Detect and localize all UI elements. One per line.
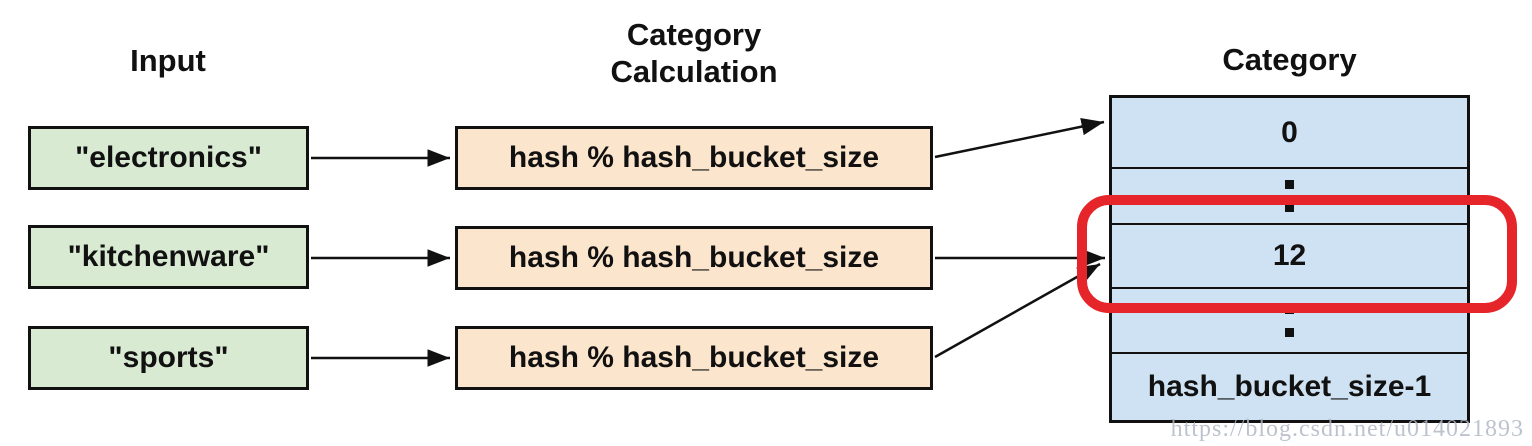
input-node-label: "sports": [108, 341, 229, 374]
input-node-kitchenware: "kitchenware": [28, 225, 309, 289]
vertical-ellipsis-icon: [1285, 180, 1294, 189]
calculation-node-3: hash % hash_bucket_size: [455, 326, 933, 390]
input-node-label: "electronics": [75, 141, 262, 174]
calculation-node-label: hash % hash_bucket_size: [508, 241, 880, 274]
table-row-12: 12: [1112, 225, 1467, 289]
calculation-node-2: hash % hash_bucket_size: [455, 226, 933, 290]
calculation-node-label: hash % hash_bucket_size: [508, 141, 880, 174]
calculation-title-line2: Calculation: [610, 54, 778, 89]
calculation-node-label: hash % hash_bucket_size: [508, 341, 880, 374]
vertical-ellipsis-icon: [1285, 327, 1294, 337]
arrow-hash-to-row0: [934, 117, 1105, 159]
calculation-node-1: hash % hash_bucket_size: [455, 126, 933, 190]
category-table: 0 12 hash_bucket_size-1: [1109, 95, 1470, 423]
vertical-ellipsis-icon: [1285, 203, 1294, 212]
table-row-label: 12: [1272, 239, 1307, 272]
watermark-text: https://blog.csdn.net/u014021893: [1170, 416, 1524, 442]
category-column-title: Category: [1222, 42, 1357, 77]
input-node-label: "kitchenware": [67, 240, 270, 273]
table-row-last: hash_bucket_size-1: [1112, 354, 1467, 420]
calculation-column-title: Category Calculation: [455, 16, 933, 90]
input-node-sports: "sports": [28, 326, 309, 390]
calculation-title-line1: Category: [626, 17, 762, 52]
table-row-ellipsis: [1112, 169, 1467, 225]
vertical-ellipsis-icon: [1285, 304, 1294, 314]
arrow-hash-to-row12-diagonal: [934, 262, 1101, 359]
input-node-electronics: "electronics": [28, 126, 309, 190]
table-row-label: 0: [1281, 115, 1298, 149]
table-row-0: 0: [1112, 98, 1467, 169]
table-row-ellipsis: [1112, 289, 1467, 354]
input-column-title: Input: [130, 43, 206, 78]
table-row-label: hash_bucket_size-1: [1147, 370, 1432, 403]
